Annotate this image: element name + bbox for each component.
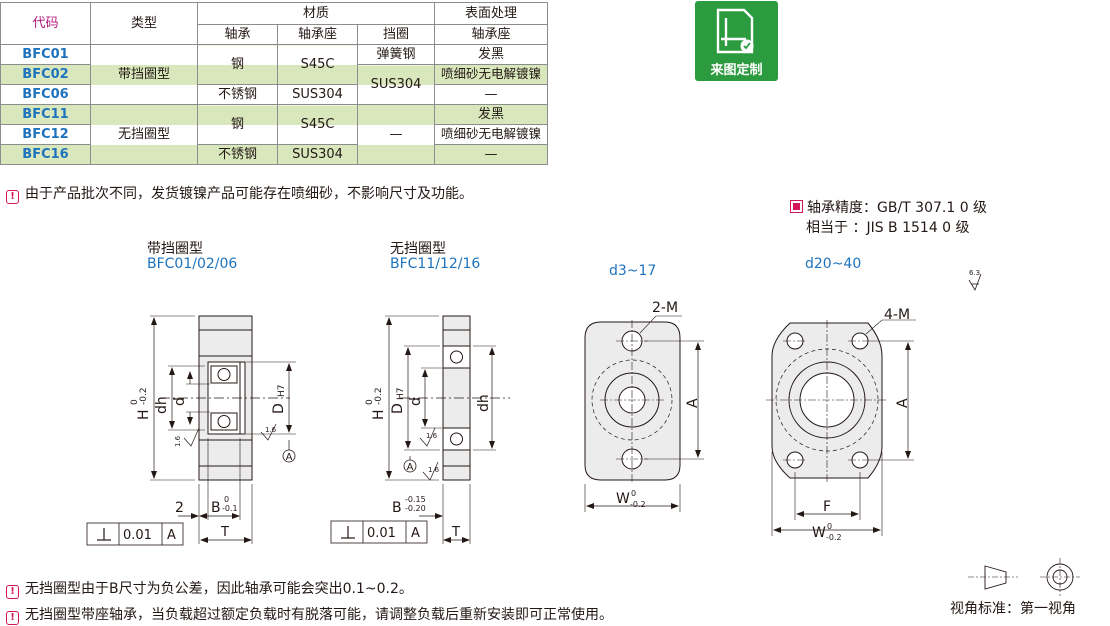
svg-text:-0.1: -0.1: [222, 504, 238, 513]
surface-dash: —: [434, 144, 548, 165]
svg-text:1.6: 1.6: [428, 466, 440, 474]
roughness-symbol-main: 6.3: [968, 269, 982, 291]
svg-text:-0.2: -0.2: [826, 533, 842, 542]
precision-line2: 相当于 ：JIS B 1514 0 级: [806, 220, 970, 236]
side-view-without-ring: [385, 315, 510, 544]
housing-s45c: S45C: [277, 44, 358, 85]
svg-text:A: A: [895, 398, 911, 408]
svg-text:d: d: [408, 397, 424, 406]
housing-sus304: SUS304: [277, 144, 358, 165]
svg-text:W: W: [616, 491, 630, 507]
bearing-stainless: 不锈钢: [197, 144, 278, 165]
with-ring-codes: BFC01/02/06: [147, 256, 238, 272]
badge-label: 来图定制: [710, 63, 763, 78]
projection-symbol-icon: [968, 558, 1080, 596]
svg-text:1.6: 1.6: [174, 435, 182, 447]
svg-text:d: d: [172, 397, 188, 406]
svg-text:D: D: [390, 403, 406, 414]
svg-text:-0.2: -0.2: [630, 500, 646, 509]
svg-text:0: 0: [365, 399, 375, 405]
svg-text:A: A: [167, 528, 176, 543]
svg-text:dh: dh: [476, 394, 492, 412]
retainer-sus304: SUS304: [357, 64, 435, 105]
svg-text:H: H: [371, 409, 387, 420]
view-standard-label: 视角标准：第一视角: [950, 601, 1076, 617]
svg-text:-0.20: -0.20: [405, 504, 426, 513]
tolerance-frame-2: [330, 520, 428, 544]
spec-table: 代码 类型 材质 表面处理 轴承 轴承座 挡圈 轴承座 BFC01 带挡圈型 钢…: [0, 2, 548, 165]
svg-text:4-M: 4-M: [884, 307, 910, 323]
svg-text:H7: H7: [277, 385, 287, 398]
front-view-small: [584, 315, 704, 512]
custom-drawing-badge[interactable]: 来图定制: [695, 1, 778, 81]
warning-icon: !: [6, 611, 19, 625]
svg-text:1.6: 1.6: [426, 432, 438, 440]
svg-text:-0.2: -0.2: [139, 387, 149, 405]
svg-text:0: 0: [130, 399, 140, 405]
size-large-label: d20~40: [805, 256, 862, 272]
bearing-steel: 钢: [197, 44, 278, 85]
svg-text:dh: dh: [154, 396, 170, 414]
svg-text:A: A: [685, 398, 701, 408]
svg-text:D: D: [271, 403, 287, 414]
svg-text:0: 0: [631, 489, 636, 498]
svg-text:H7: H7: [396, 388, 406, 401]
bearing-steel: 钢: [197, 104, 278, 145]
note-bottom-2: !无挡圈型带座轴承，当负载超过额定负载时有脱落可能，请调整负载后重新安装即可正常…: [6, 604, 613, 625]
svg-text:A: A: [411, 526, 420, 541]
svg-text:0: 0: [224, 495, 229, 504]
svg-text:1.6: 1.6: [265, 426, 277, 434]
svg-text:F: F: [823, 499, 831, 515]
svg-text:2-M: 2-M: [652, 300, 678, 316]
without-ring-title: 无挡圈型: [390, 241, 446, 257]
front-view-large: [766, 319, 916, 536]
housing-s45c: S45C: [277, 104, 358, 145]
warning-icon: !: [6, 585, 19, 599]
without-ring-codes: BFC11/12/16: [390, 256, 481, 272]
code-cell: BFC16: [0, 144, 91, 165]
svg-text:B: B: [211, 500, 221, 516]
surface-nickel: 喷细砂无电解镀镍: [434, 64, 548, 85]
svg-text:T: T: [451, 525, 460, 540]
svg-text:2: 2: [175, 500, 184, 516]
svg-text:-0.2: -0.2: [374, 387, 384, 405]
housing-sus304: SUS304: [277, 84, 358, 105]
note-bottom-1: !无挡圈型由于B尺寸为负公差，因此轴承可能会突出0.1~0.2。: [6, 578, 413, 599]
note-top: !由于产品批次不同，发货镀镍产品可能存在喷细砂，不影响尺寸及功能。: [6, 183, 473, 204]
side-view-with-ring: [150, 315, 296, 544]
header-type: 类型: [90, 2, 198, 45]
header-surface-housing: 轴承座: [434, 24, 548, 45]
svg-text:A: A: [407, 462, 414, 473]
code-cell: BFC06: [0, 84, 91, 105]
svg-text:0: 0: [827, 522, 832, 531]
svg-text:W: W: [812, 525, 826, 541]
type-without-ring: 无挡圈型: [90, 104, 198, 165]
precision-marker-icon: [790, 200, 803, 213]
svg-text:H: H: [136, 409, 152, 420]
retainer-dash: —: [357, 104, 435, 165]
svg-text:0.01: 0.01: [367, 526, 396, 541]
tolerance-frame-1: [86, 522, 184, 546]
svg-text:0.01: 0.01: [123, 528, 152, 543]
surface-black: 发黑: [434, 104, 548, 125]
drawing-custom-icon: [716, 8, 754, 54]
with-ring-title: 带挡圈型: [147, 241, 203, 257]
svg-text:6.3: 6.3: [969, 269, 980, 277]
header-code: 代码: [0, 2, 91, 45]
warning-icon: !: [6, 190, 19, 204]
svg-text:A: A: [286, 452, 293, 463]
size-small-label: d3~17: [609, 263, 657, 279]
svg-text:T: T: [220, 525, 229, 540]
type-with-ring: 带挡圈型: [90, 44, 198, 105]
precision-line1: 轴承精度：GB/T 307.1 0 级: [790, 197, 987, 217]
svg-text:B: B: [392, 500, 402, 516]
svg-text:-0.15: -0.15: [405, 495, 426, 504]
